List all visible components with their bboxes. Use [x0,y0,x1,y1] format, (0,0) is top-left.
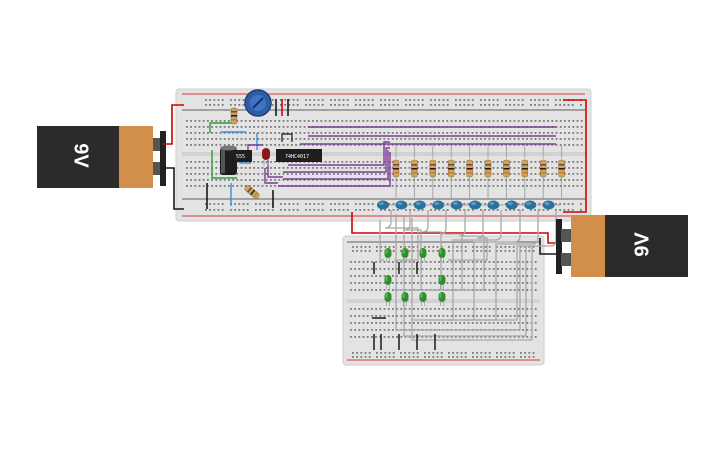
potentiometer[interactable] [244,89,272,117]
led-blue [469,200,487,210]
led-green [419,292,427,306]
capacitor [220,145,237,175]
lower-ground-wires [372,262,436,350]
led-blue [487,200,506,210]
led-green [438,248,446,262]
battery-left-body [37,126,120,188]
battery-left-clip [160,131,166,186]
ic-timer-body [234,150,252,162]
resistor-row [392,145,565,199]
led-blue [450,200,469,210]
ic-counter[interactable]: 74HC4017 [276,149,322,162]
battery-left-terminal-plus [153,138,163,151]
led-blue [413,200,432,210]
purple-bus-wires [264,126,556,187]
battery-left-top [119,126,153,188]
battery-right-terminal-minus [561,253,571,266]
green-led-grid [384,248,446,306]
gray-signal-wires [379,210,557,341]
ic-counter-body [276,149,322,162]
led-blue [377,200,395,210]
wire-battery-right-black [539,238,560,255]
battery-right-top [571,215,605,277]
battery-right-body [605,215,688,277]
led-green [419,248,427,262]
battery-left-label: 9V [69,143,92,168]
led-green [384,275,392,289]
led-green [384,248,392,262]
battery-left[interactable] [37,126,166,188]
ic-timer-label: 555 [236,154,245,160]
wire-left-red [163,104,184,145]
led-green [401,248,409,262]
battery-right-label: 9V [631,232,654,257]
battery-left-terminal-minus [153,162,163,175]
blue-led-row [377,200,561,210]
led-green [438,275,446,289]
ic-counter-label: 74HC4017 [285,154,309,160]
wire-right-red [563,99,587,213]
led-blue [524,200,543,210]
ic-timer[interactable]: 555 [234,150,252,162]
led-green [384,292,392,306]
led-blue [505,200,524,210]
led-blue [432,200,451,210]
led-green [401,292,409,306]
led-blue [542,200,561,210]
timer-resistors [230,107,260,199]
battery-right-clip [556,219,562,274]
led-red [262,148,270,166]
battery-right[interactable] [556,215,688,277]
led-blue [395,200,414,210]
battery-right-terminal-plus [561,229,571,242]
wire-battery-right-red [351,212,560,244]
led-green [438,292,446,306]
power-wires [163,99,587,255]
wire-left-black [163,167,184,210]
